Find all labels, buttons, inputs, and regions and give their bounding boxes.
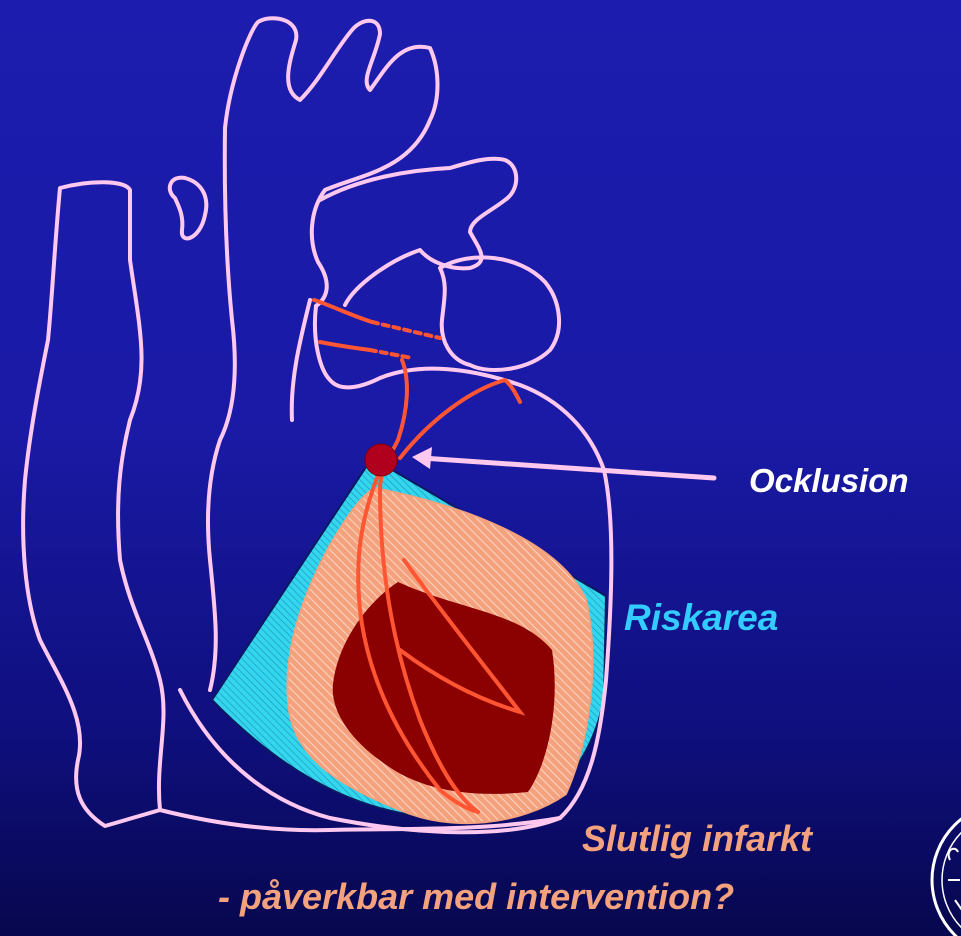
risk-area-label: Riskarea (624, 597, 778, 639)
occlusion-label: Ocklusion (749, 462, 909, 500)
university-seal-icon (932, 802, 961, 936)
occlusion-arrow (412, 447, 714, 478)
final-infarct-question: - påverkbar med intervention? (218, 876, 734, 918)
final-infarct-label: Slutlig infarkt (582, 818, 812, 860)
occlusion-dot (365, 444, 397, 476)
